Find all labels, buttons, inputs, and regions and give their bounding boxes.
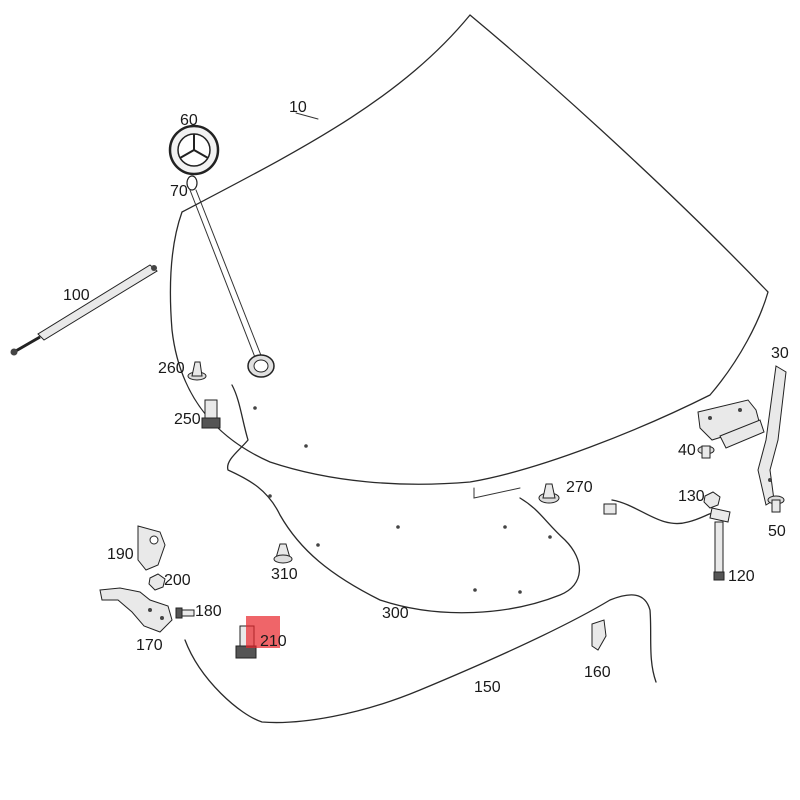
- cable-clip-160[interactable]: [591, 619, 607, 651]
- hood-clip-310[interactable]: [273, 543, 293, 564]
- callout-100: 100: [63, 287, 90, 304]
- callout-200: 200: [164, 572, 191, 589]
- nut-200[interactable]: [148, 573, 166, 591]
- nut-130[interactable]: [703, 491, 721, 509]
- insulation-mat-holes: [253, 406, 552, 594]
- hood-lock[interactable]: [99, 587, 173, 633]
- highlight-box-210: [246, 616, 280, 648]
- release-cable[interactable]: [184, 594, 657, 724]
- callout-10: 10: [289, 99, 307, 116]
- leader-10: [295, 112, 319, 120]
- hinge-bolt-40[interactable]: [697, 445, 715, 459]
- hood-hinge[interactable]: [697, 365, 787, 506]
- callout-170: 170: [136, 637, 163, 654]
- hood-clip-260[interactable]: [187, 361, 207, 381]
- hood-panel[interactable]: [169, 14, 769, 485]
- callout-30: 30: [771, 345, 789, 362]
- callout-250: 250: [174, 411, 201, 428]
- callout-120: 120: [728, 568, 755, 585]
- callout-260: 260: [158, 360, 185, 377]
- callout-60: 60: [180, 112, 198, 129]
- hinge-bolt-50[interactable]: [767, 495, 785, 513]
- leader-70: [189, 189, 257, 361]
- callout-210: 210: [260, 633, 287, 650]
- leader-70b: [195, 189, 263, 359]
- rubber-buffer[interactable]: [201, 399, 221, 429]
- callout-70: 70: [170, 183, 188, 200]
- callout-150: 150: [474, 679, 501, 696]
- hood-clip-270[interactable]: [538, 483, 560, 504]
- insulation-mat[interactable]: [227, 384, 581, 614]
- callout-270: 270: [566, 479, 593, 496]
- gas-strut[interactable]: [10, 264, 158, 356]
- emblem-grommet[interactable]: [186, 175, 198, 191]
- callout-40: 40: [678, 442, 696, 459]
- leader-300: [473, 487, 521, 499]
- star-emblem-icon[interactable]: [168, 124, 220, 176]
- callout-310: 310: [271, 566, 298, 583]
- callout-130: 130: [678, 488, 705, 505]
- callout-50: 50: [768, 523, 786, 540]
- callout-180: 180: [195, 603, 222, 620]
- bolt-180[interactable]: [175, 607, 195, 619]
- callout-160: 160: [584, 664, 611, 681]
- callout-300: 300: [382, 605, 409, 622]
- lock-bracket[interactable]: [137, 525, 166, 571]
- callout-190: 190: [107, 546, 134, 563]
- hood-contact-switch[interactable]: [603, 499, 731, 581]
- seal-ring[interactable]: [247, 354, 275, 378]
